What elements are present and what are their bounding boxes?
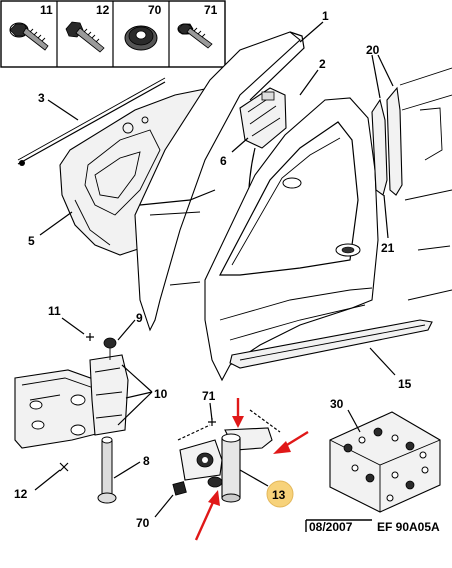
fastener-box-11-label: 11 xyxy=(40,3,53,17)
fastener-box-71-label: 71 xyxy=(204,3,218,17)
callout-13: 13 xyxy=(272,488,286,502)
callout-12: 12 xyxy=(14,487,28,501)
callout-10: 10 xyxy=(154,387,168,401)
callout-20: 20 xyxy=(366,43,380,57)
callout-1: 1 xyxy=(322,9,329,23)
callout-2: 2 xyxy=(319,57,326,71)
weather-seals xyxy=(371,86,403,196)
hex-bolt-icon: 12 xyxy=(65,3,110,53)
flanged-bolt-icon: 11 xyxy=(9,3,53,51)
door-assembly xyxy=(17,31,452,382)
hinge-assembly xyxy=(14,333,129,504)
sill-moulding-15 xyxy=(229,319,433,369)
callout-70: 70 xyxy=(136,516,150,530)
trim-strip-3 xyxy=(17,77,166,166)
leader-lines xyxy=(34,21,396,518)
callout-15: 15 xyxy=(398,377,412,391)
door-shell-2 xyxy=(204,97,379,382)
callout-3: 3 xyxy=(38,91,45,105)
callout-6: 6 xyxy=(220,154,227,168)
fastener-box-70-label: 70 xyxy=(148,3,162,17)
callout-11: 11 xyxy=(48,304,61,318)
fastener-boxes: 11 12 70 71 xyxy=(0,0,226,68)
callout-8: 8 xyxy=(143,454,150,468)
door-shell-1 xyxy=(134,31,301,332)
hinge-assembly-13 xyxy=(172,409,281,503)
callout-30: 30 xyxy=(330,397,344,411)
callout-13-highlight xyxy=(266,480,294,508)
callout-21: 21 xyxy=(381,241,395,255)
nut-washer-icon: 70 xyxy=(124,3,162,51)
red-arrows xyxy=(194,398,309,541)
callout-9: 9 xyxy=(136,311,143,325)
footer-ref-code: EF 90A05A xyxy=(377,520,440,534)
fastener-set-30 xyxy=(329,411,441,513)
footer-reference: 08/2007 EF 90A05A xyxy=(305,519,440,534)
callout-labels: 1 2 3 5 6 20 21 15 11 9 10 8 12 71 70 30… xyxy=(14,9,412,530)
fastener-box-12-label: 12 xyxy=(96,3,110,17)
footer-date: 08/2007 xyxy=(309,520,353,534)
body-side xyxy=(399,67,452,301)
screw-icon: 71 xyxy=(177,3,218,49)
callout-5: 5 xyxy=(28,234,35,248)
callout-71: 71 xyxy=(202,389,216,403)
